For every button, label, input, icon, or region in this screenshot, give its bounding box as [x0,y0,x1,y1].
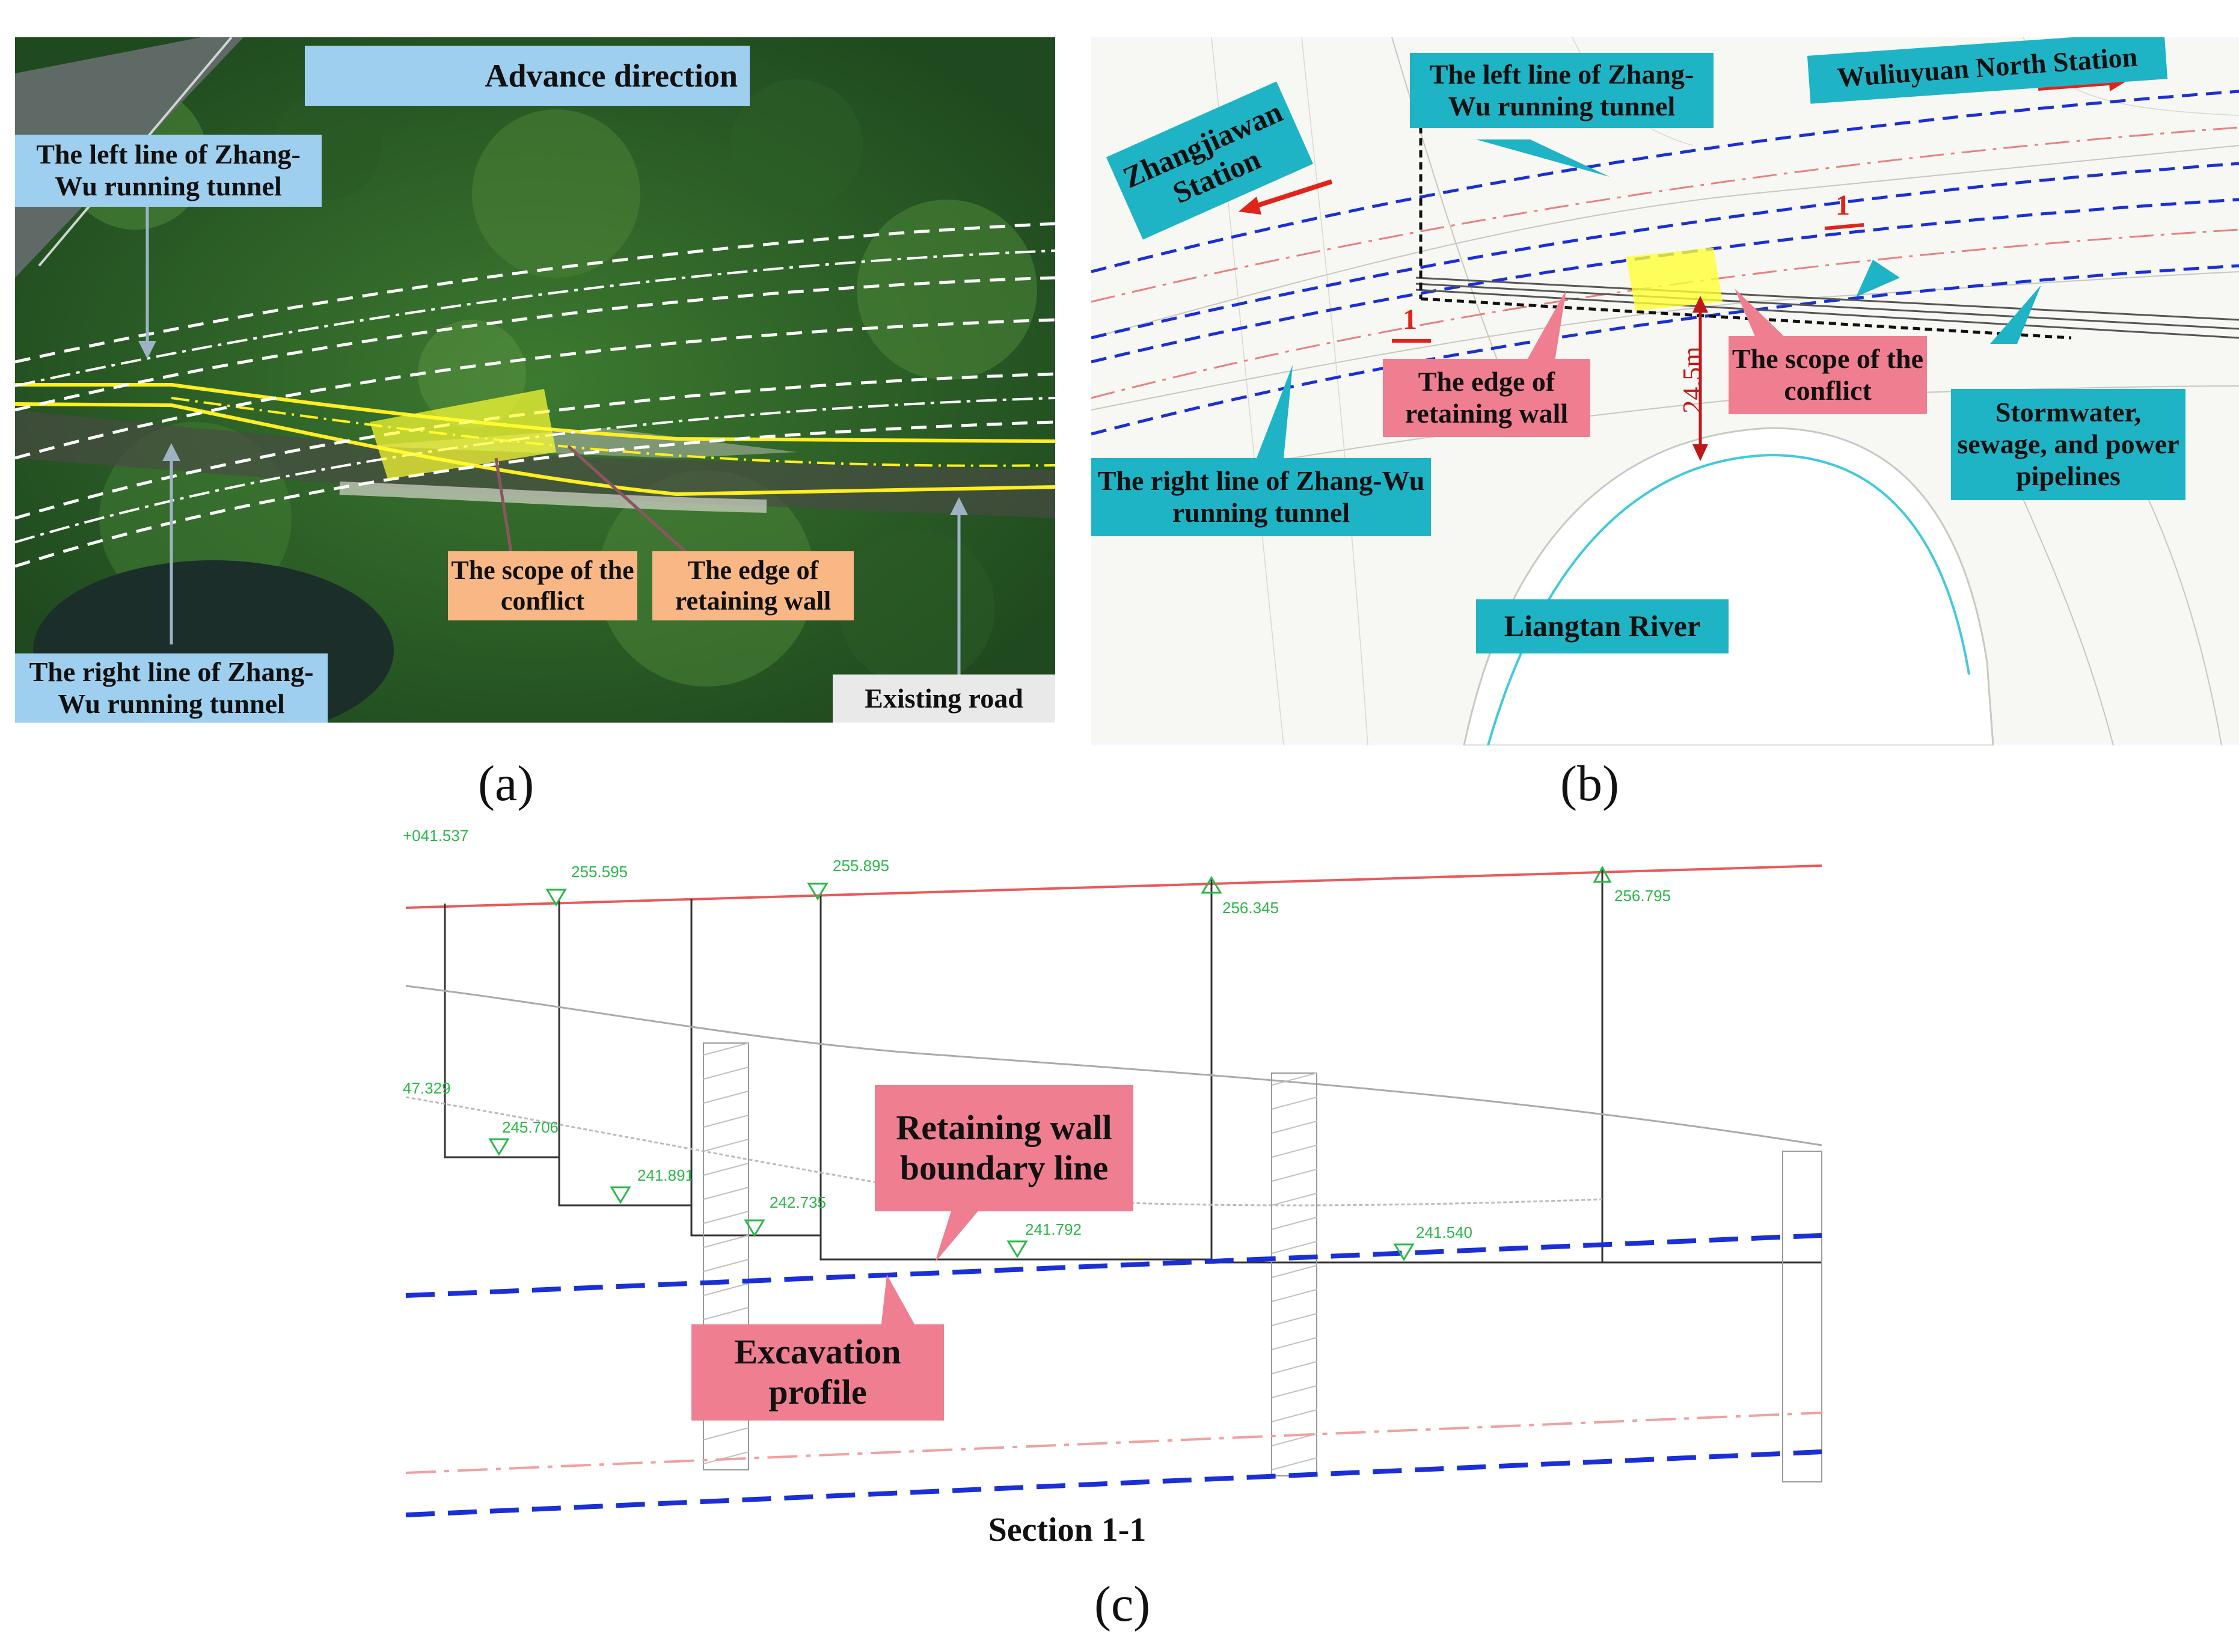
panel-a-aerial-photo: Advance direction The left line of Zhang… [15,37,1055,723]
conflict-zone-a [370,389,556,479]
distance-label: 24.5m [1677,346,1707,414]
right-line-label-b: The right line of Zhang-Wu running tunne… [1091,458,1431,536]
section-mark-left: 1 [1403,304,1417,336]
station-text: +041.537 [403,827,469,845]
caption-b: (b) [1560,756,1619,812]
panel-b-plan-drawing: Zhangjiawan Station The left line of Zha… [1091,37,2239,745]
advance-direction-label: Advance direction [305,46,750,106]
tunnel-lines-b [1091,90,2239,436]
left-line-label-b: The left line of Zhang-Wu running tunnel [1410,53,1714,128]
scope-conflict-label-a: The scope of the conflict [448,551,637,620]
elevation-left: 47.329 [403,1079,451,1097]
left-line-label-a: The left line of Zhang-Wu running tunnel [15,135,322,207]
panel-c-section [405,864,1822,1517]
caption-a: (a) [478,756,534,812]
retaining-wall-edge-label-b: The edge of retaining wall [1383,359,1590,437]
section-title: Section 1-1 [988,1511,1147,1549]
elevation-bottom-3: 242.735 [770,1193,826,1211]
section-mark-right: 1 [1836,189,1850,222]
retaining-boundary-label: Retaining wall boundary line [875,1085,1133,1211]
scope-conflict-label-b: The scope of the conflict [1729,336,1927,414]
excavation-line-upper [405,1233,1822,1298]
elevation-bottom-4: 241.792 [1025,1220,1082,1238]
elevation-top-3: 256.345 [1222,899,1279,917]
advance-direction-text: Advance direction [485,57,738,94]
panel-b-map [1091,37,2239,745]
elevation-bottom-1: 245.706 [502,1118,559,1136]
right-line-label-a: The right line of Zhang-Wu running tunne… [15,653,328,723]
panel-c-section-drawing: +041.537 255.595 255.895 256.345 256.795… [400,815,1831,1554]
elevation-top-1: 255.595 [571,863,628,881]
existing-road-label: Existing road [833,675,1055,723]
elevation-bottom-2: 241.891 [637,1166,694,1184]
pipelines-label: Stormwater, sewage, and power pipelines [1951,389,2185,500]
arrow-to-zhangjiawan-icon [1239,197,1261,215]
liangtan-river-label: Liangtan River [1476,599,1729,653]
excavation-profile-label: Excavation profile [691,1324,944,1421]
conflict-zone-b [1626,248,1723,311]
excavation-line-lower [405,1449,1822,1517]
elevation-bottom-5: 241.540 [1416,1223,1472,1241]
elevation-top-4: 256.795 [1614,887,1671,905]
retaining-wall-edge-label-a: The edge of retaining wall [652,551,854,620]
caption-c: (c) [1094,1576,1151,1632]
elevation-top-2: 255.895 [833,857,889,875]
